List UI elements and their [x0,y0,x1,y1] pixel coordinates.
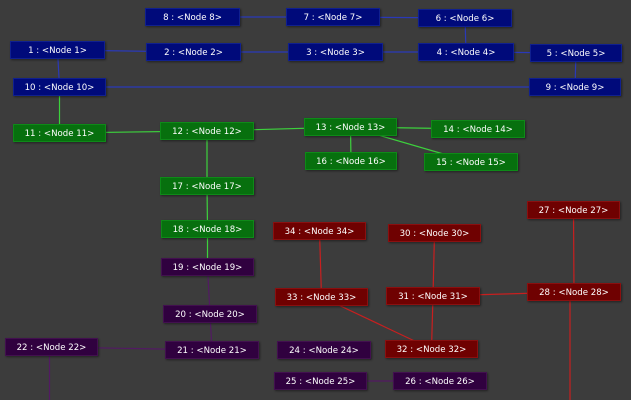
graph-node-13[interactable]: 13 : <Node 13> [304,118,397,136]
graph-node-32[interactable]: 32 : <Node 32> [385,340,478,358]
edge-34-33 [318,230,323,298]
graph-node-9[interactable]: 9 : <Node 9> [529,78,621,96]
edge-30-31 [432,232,436,297]
graph-node-18[interactable]: 18 : <Node 18> [161,220,254,238]
graph-node-3[interactable]: 3 : <Node 3> [288,43,383,61]
graph-node-1[interactable]: 1 : <Node 1> [10,41,105,59]
graph-node-28[interactable]: 28 : <Node 28> [527,283,621,301]
graph-node-11[interactable]: 11 : <Node 11> [13,124,106,142]
graph-node-8[interactable]: 8 : <Node 8> [145,8,240,26]
graph-node-19[interactable]: 19 : <Node 19> [161,258,254,276]
graph-node-16[interactable]: 16 : <Node 16> [305,152,397,170]
edge-27-28 [572,209,575,293]
graph-node-26[interactable]: 26 : <Node 26> [393,372,487,390]
graph-node-14[interactable]: 14 : <Node 14> [431,120,525,138]
graph-node-25[interactable]: 25 : <Node 25> [274,372,367,390]
graph-node-31[interactable]: 31 : <Node 31> [386,287,480,305]
graph-node-5[interactable]: 5 : <Node 5> [530,44,622,62]
graph-node-2[interactable]: 2 : <Node 2> [146,43,241,61]
graph-node-30[interactable]: 30 : <Node 30> [388,224,481,242]
graph-node-34[interactable]: 34 : <Node 34> [273,222,366,240]
graph-node-27[interactable]: 27 : <Node 27> [527,201,620,219]
graph-node-24[interactable]: 24 : <Node 24> [277,341,371,359]
graph-node-4[interactable]: 4 : <Node 4> [418,43,514,61]
graph-node-12[interactable]: 12 : <Node 12> [160,122,254,140]
graph-node-6[interactable]: 6 : <Node 6> [418,9,512,27]
graph-node-7[interactable]: 7 : <Node 7> [286,8,380,26]
graph-node-20[interactable]: 20 : <Node 20> [163,305,257,323]
graph-node-33[interactable]: 33 : <Node 33> [275,288,368,306]
graph-node-17[interactable]: 17 : <Node 17> [160,177,254,195]
graph-node-15[interactable]: 15 : <Node 15> [424,153,518,171]
graph-node-22[interactable]: 22 : <Node 22> [5,338,98,356]
graph-node-21[interactable]: 21 : <Node 21> [165,341,259,359]
graph-node-10[interactable]: 10 : <Node 10> [13,78,106,96]
